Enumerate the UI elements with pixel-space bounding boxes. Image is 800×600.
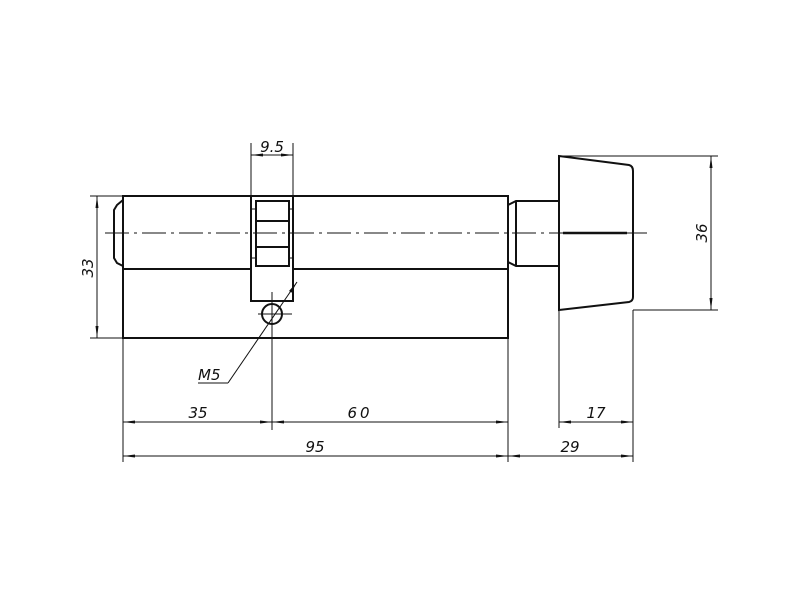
dimension-17: 17 — [559, 404, 633, 424]
screw-hole — [258, 292, 292, 430]
dimension-label: 29 — [560, 438, 579, 456]
dimension-label: 60 — [347, 404, 372, 422]
cylinder-body — [113, 195, 509, 339]
dimension-label: 9.5 — [260, 138, 284, 156]
dimension-label: 36 — [693, 223, 711, 242]
dimension-35: 35 — [123, 404, 272, 424]
dimension-29: 29 — [508, 438, 633, 458]
dimension-9-5: 9.5 — [250, 138, 294, 196]
thread-callout: M5 — [198, 281, 298, 384]
cam — [250, 195, 294, 302]
dimension-label: 33 — [79, 258, 97, 277]
dimension-label: 35 — [188, 404, 207, 422]
thread-label: M5 — [198, 366, 221, 384]
dimension-60: 60 — [272, 404, 508, 424]
dimension-36: 36 — [559, 155, 718, 311]
dimension-label: 95 — [305, 438, 324, 456]
dimension-33: 33 — [79, 195, 123, 339]
dimension-95: 95 — [123, 438, 508, 458]
dimension-label: 17 — [586, 404, 606, 422]
extension-lines — [122, 310, 634, 462]
